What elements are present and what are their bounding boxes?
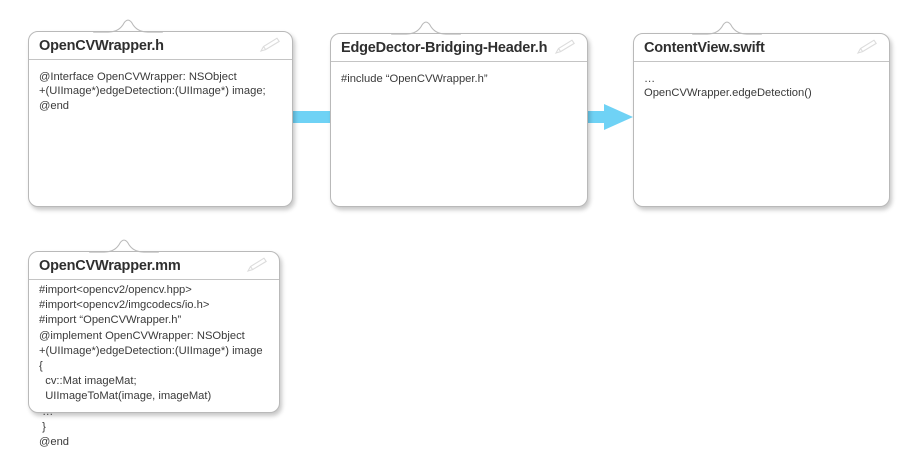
flow-arrow-head bbox=[604, 104, 633, 130]
pencil-icon[interactable] bbox=[855, 37, 881, 57]
pencil-icon[interactable] bbox=[245, 255, 271, 275]
file-body: … OpenCVWrapper.edgeDetection() bbox=[644, 73, 812, 100]
file-body: #include “OpenCVWrapper.h” bbox=[341, 73, 488, 85]
folder-tab-notch-icon bbox=[89, 239, 159, 253]
file-title: OpenCVWrapper.h bbox=[39, 37, 164, 54]
file-title: EdgeDector-Bridging-Header.h bbox=[341, 39, 548, 56]
folder-tab-notch-icon bbox=[93, 19, 163, 33]
file-body: #import<opencv2/opencv.hpp> #import<open… bbox=[39, 284, 263, 449]
file-card-opencvwrapper-h[interactable]: OpenCVWrapper.h @Interface OpenCVWrapper… bbox=[28, 19, 293, 207]
pencil-icon[interactable] bbox=[258, 35, 284, 55]
file-card-bridging-header[interactable]: EdgeDector-Bridging-Header.h #include “O… bbox=[330, 21, 588, 207]
file-card-contentview-swift[interactable]: ContentView.swift … OpenCVWrapper.edgeDe… bbox=[633, 21, 890, 207]
file-card-opencvwrapper-mm[interactable]: OpenCVWrapper.mm #import<opencv2/opencv.… bbox=[28, 239, 280, 448]
card-header: ContentView.swift bbox=[634, 34, 889, 62]
card-header: EdgeDector-Bridging-Header.h bbox=[331, 34, 587, 62]
file-title: OpenCVWrapper.mm bbox=[39, 257, 181, 274]
folder-tab-notch-icon bbox=[391, 21, 461, 35]
file-title: ContentView.swift bbox=[644, 39, 765, 56]
card-header: OpenCVWrapper.h bbox=[29, 32, 292, 60]
pencil-icon[interactable] bbox=[553, 37, 579, 57]
file-body: @Interface OpenCVWrapper: NSObject +(UII… bbox=[39, 71, 266, 112]
folder-tab-notch-icon bbox=[692, 21, 762, 35]
card-header: OpenCVWrapper.mm bbox=[29, 252, 279, 280]
flow-arrow-shaft-right bbox=[589, 111, 607, 123]
